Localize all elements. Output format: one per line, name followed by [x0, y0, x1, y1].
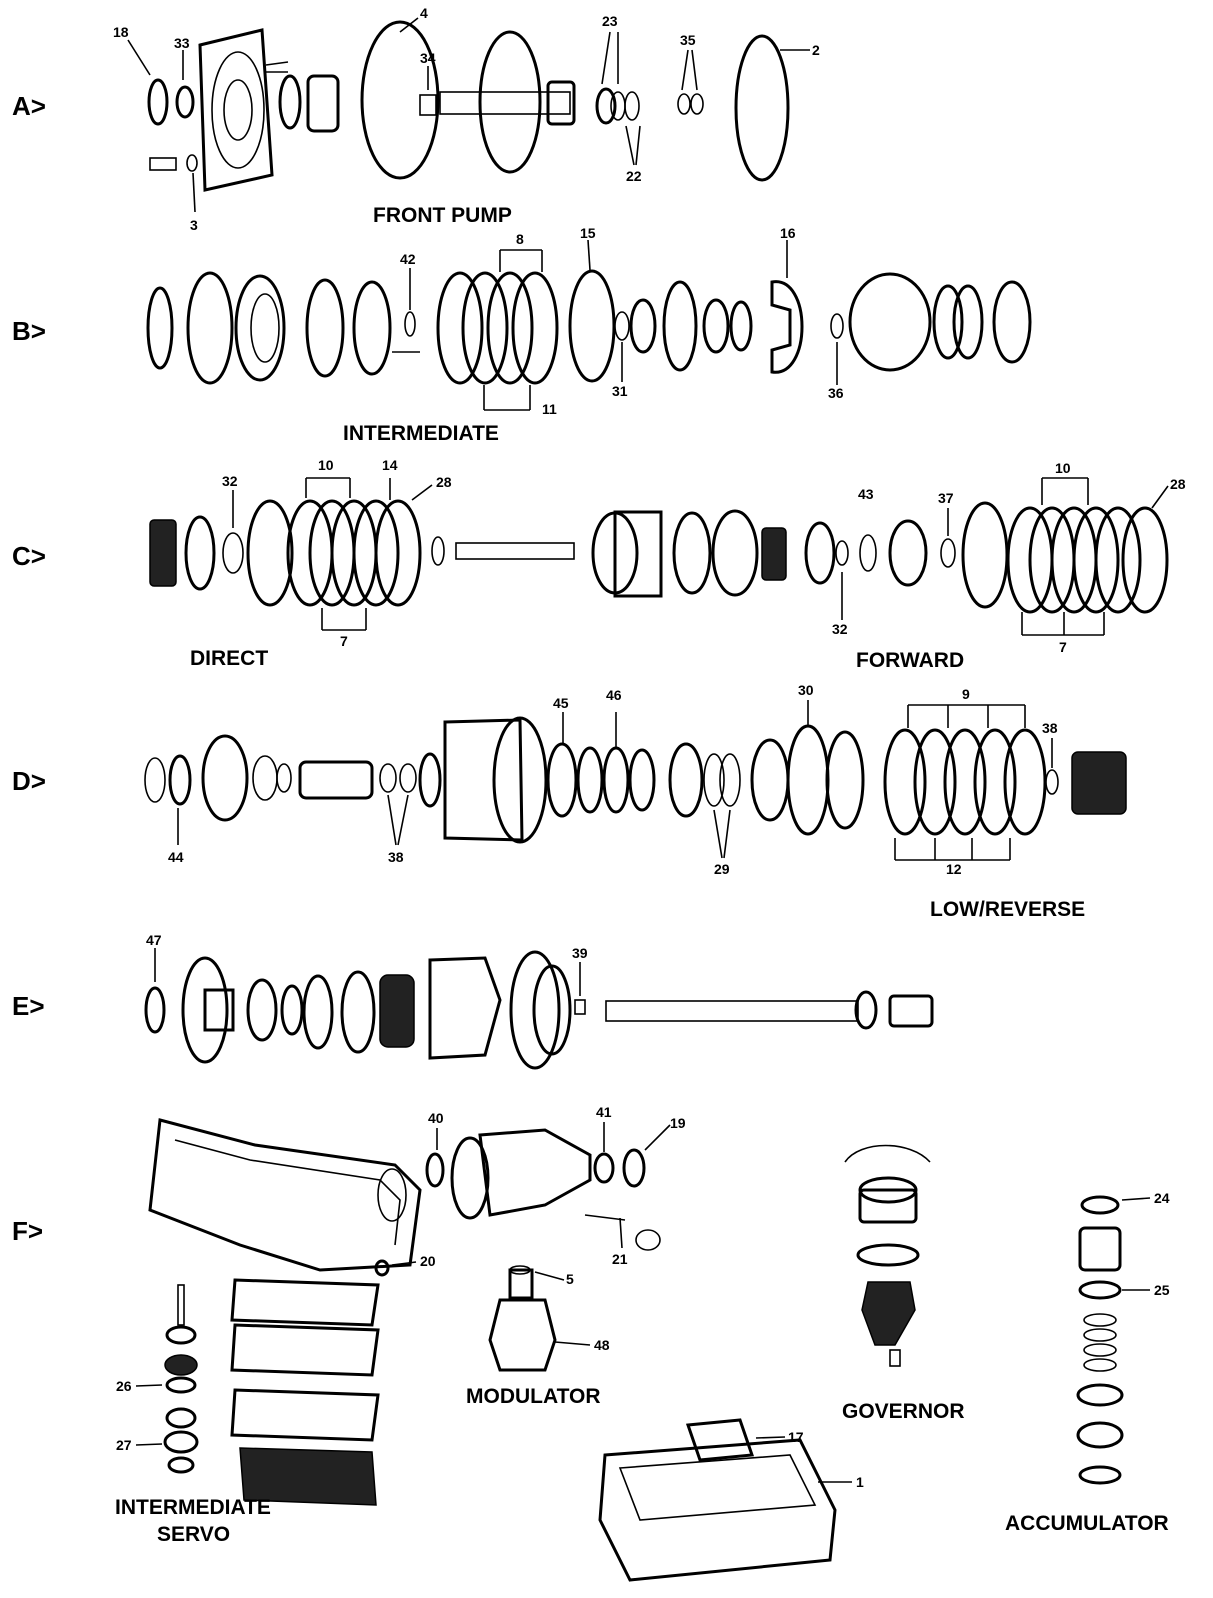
caption-servo-line1: INTERMEDIATE [115, 1496, 271, 1519]
row-label-f: F> [12, 1216, 43, 1246]
callout-32-bottom: 32 [832, 621, 848, 637]
callout-3: 3 [190, 217, 198, 233]
row-c-numbers: 32 10 14 28 43 37 10 28 7 32 7 [222, 457, 1186, 655]
row-b-numbers: 42 8 15 16 31 11 36 [400, 225, 844, 417]
row-label-e: E> [12, 991, 45, 1021]
callout-20: 20 [420, 1253, 436, 1269]
callout-14: 14 [382, 457, 398, 473]
callout-38-left: 38 [388, 849, 404, 865]
callout-37: 37 [938, 490, 954, 506]
row-b-leaders [409, 239, 838, 411]
caption-modulator: MODULATOR [466, 1385, 601, 1408]
row-label-c: C> [12, 541, 46, 571]
callout-10-forward: 10 [1055, 460, 1071, 476]
row-e-parts [144, 950, 934, 1070]
callout-30: 30 [798, 682, 814, 698]
callout-12: 12 [946, 861, 962, 877]
callout-4: 4 [420, 5, 428, 21]
callout-8: 8 [516, 231, 524, 247]
callout-46: 46 [606, 687, 622, 703]
callout-36: 36 [828, 385, 844, 401]
callout-31: 31 [612, 383, 628, 399]
callout-17: 17 [788, 1429, 804, 1445]
callout-48: 48 [594, 1337, 610, 1353]
section-title-low-reverse: LOW/REVERSE [930, 898, 1085, 921]
row-a-leaders [127, 17, 810, 213]
callout-2: 2 [812, 42, 820, 58]
row-d-parts [144, 716, 1127, 844]
row-f-leaders [135, 1122, 1151, 1483]
section-title-forward: FORWARD [856, 649, 964, 672]
section-title-front-pump: FRONT PUMP [373, 204, 512, 227]
row-f-parts [148, 1118, 1124, 1582]
callout-1: 1 [856, 1474, 864, 1490]
row-e-numbers: 47 39 [146, 932, 588, 961]
callout-32-top: 32 [222, 473, 238, 489]
callout-40: 40 [428, 1110, 444, 1126]
callout-27: 27 [116, 1437, 132, 1453]
callout-7-forward: 7 [1059, 639, 1067, 655]
row-label-a: A> [12, 91, 46, 121]
row-e-leaders [154, 948, 581, 996]
caption-accumulator: ACCUMULATOR [1005, 1512, 1169, 1535]
section-title-intermediate: INTERMEDIATE [343, 422, 499, 445]
row-c-parts [149, 499, 1169, 614]
callout-25: 25 [1154, 1282, 1170, 1298]
callout-10-direct: 10 [318, 457, 334, 473]
callout-15: 15 [580, 225, 596, 241]
callout-47: 47 [146, 932, 162, 948]
caption-servo-line2: SERVO [157, 1523, 230, 1546]
callout-44: 44 [168, 849, 184, 865]
section-title-direct: DIRECT [190, 647, 268, 670]
callout-21: 21 [612, 1251, 628, 1267]
callout-18: 18 [113, 24, 129, 40]
callout-7-direct: 7 [340, 633, 348, 649]
callout-9: 9 [962, 686, 970, 702]
callout-35: 35 [680, 32, 696, 48]
row-a-parts [147, 20, 790, 192]
callout-11: 11 [542, 401, 557, 417]
row-d-numbers: 45 46 30 9 38 44 38 29 12 [168, 682, 1058, 877]
callout-19: 19 [670, 1115, 686, 1131]
row-label-b: B> [12, 316, 46, 346]
row-c-leaders [232, 477, 1169, 636]
row-a-numbers: 18 33 4 34 23 35 2 22 3 [113, 5, 820, 233]
callout-5: 5 [566, 1271, 574, 1287]
caption-governor: GOVERNOR [842, 1400, 965, 1423]
callout-39: 39 [572, 945, 588, 961]
callout-16: 16 [780, 225, 796, 241]
callout-28-direct: 28 [436, 474, 452, 490]
callout-34: 34 [420, 50, 436, 66]
callout-42: 42 [400, 251, 416, 267]
row-f-numbers: 40 41 19 20 5 21 48 26 27 17 1 24 25 [116, 1104, 1170, 1490]
callout-28-forward: 28 [1170, 476, 1186, 492]
callout-33: 33 [174, 35, 190, 51]
callout-24: 24 [1154, 1190, 1170, 1206]
row-label-d: D> [12, 766, 46, 796]
row-b-parts [146, 269, 1032, 385]
callout-43: 43 [858, 486, 874, 502]
callout-29: 29 [714, 861, 730, 877]
row-d-leaders [177, 700, 1053, 861]
callout-22: 22 [626, 168, 642, 184]
callout-26: 26 [116, 1378, 132, 1394]
callout-41: 41 [596, 1104, 612, 1120]
callout-45: 45 [553, 695, 569, 711]
callout-38-right: 38 [1042, 720, 1058, 736]
callout-23: 23 [602, 13, 618, 29]
